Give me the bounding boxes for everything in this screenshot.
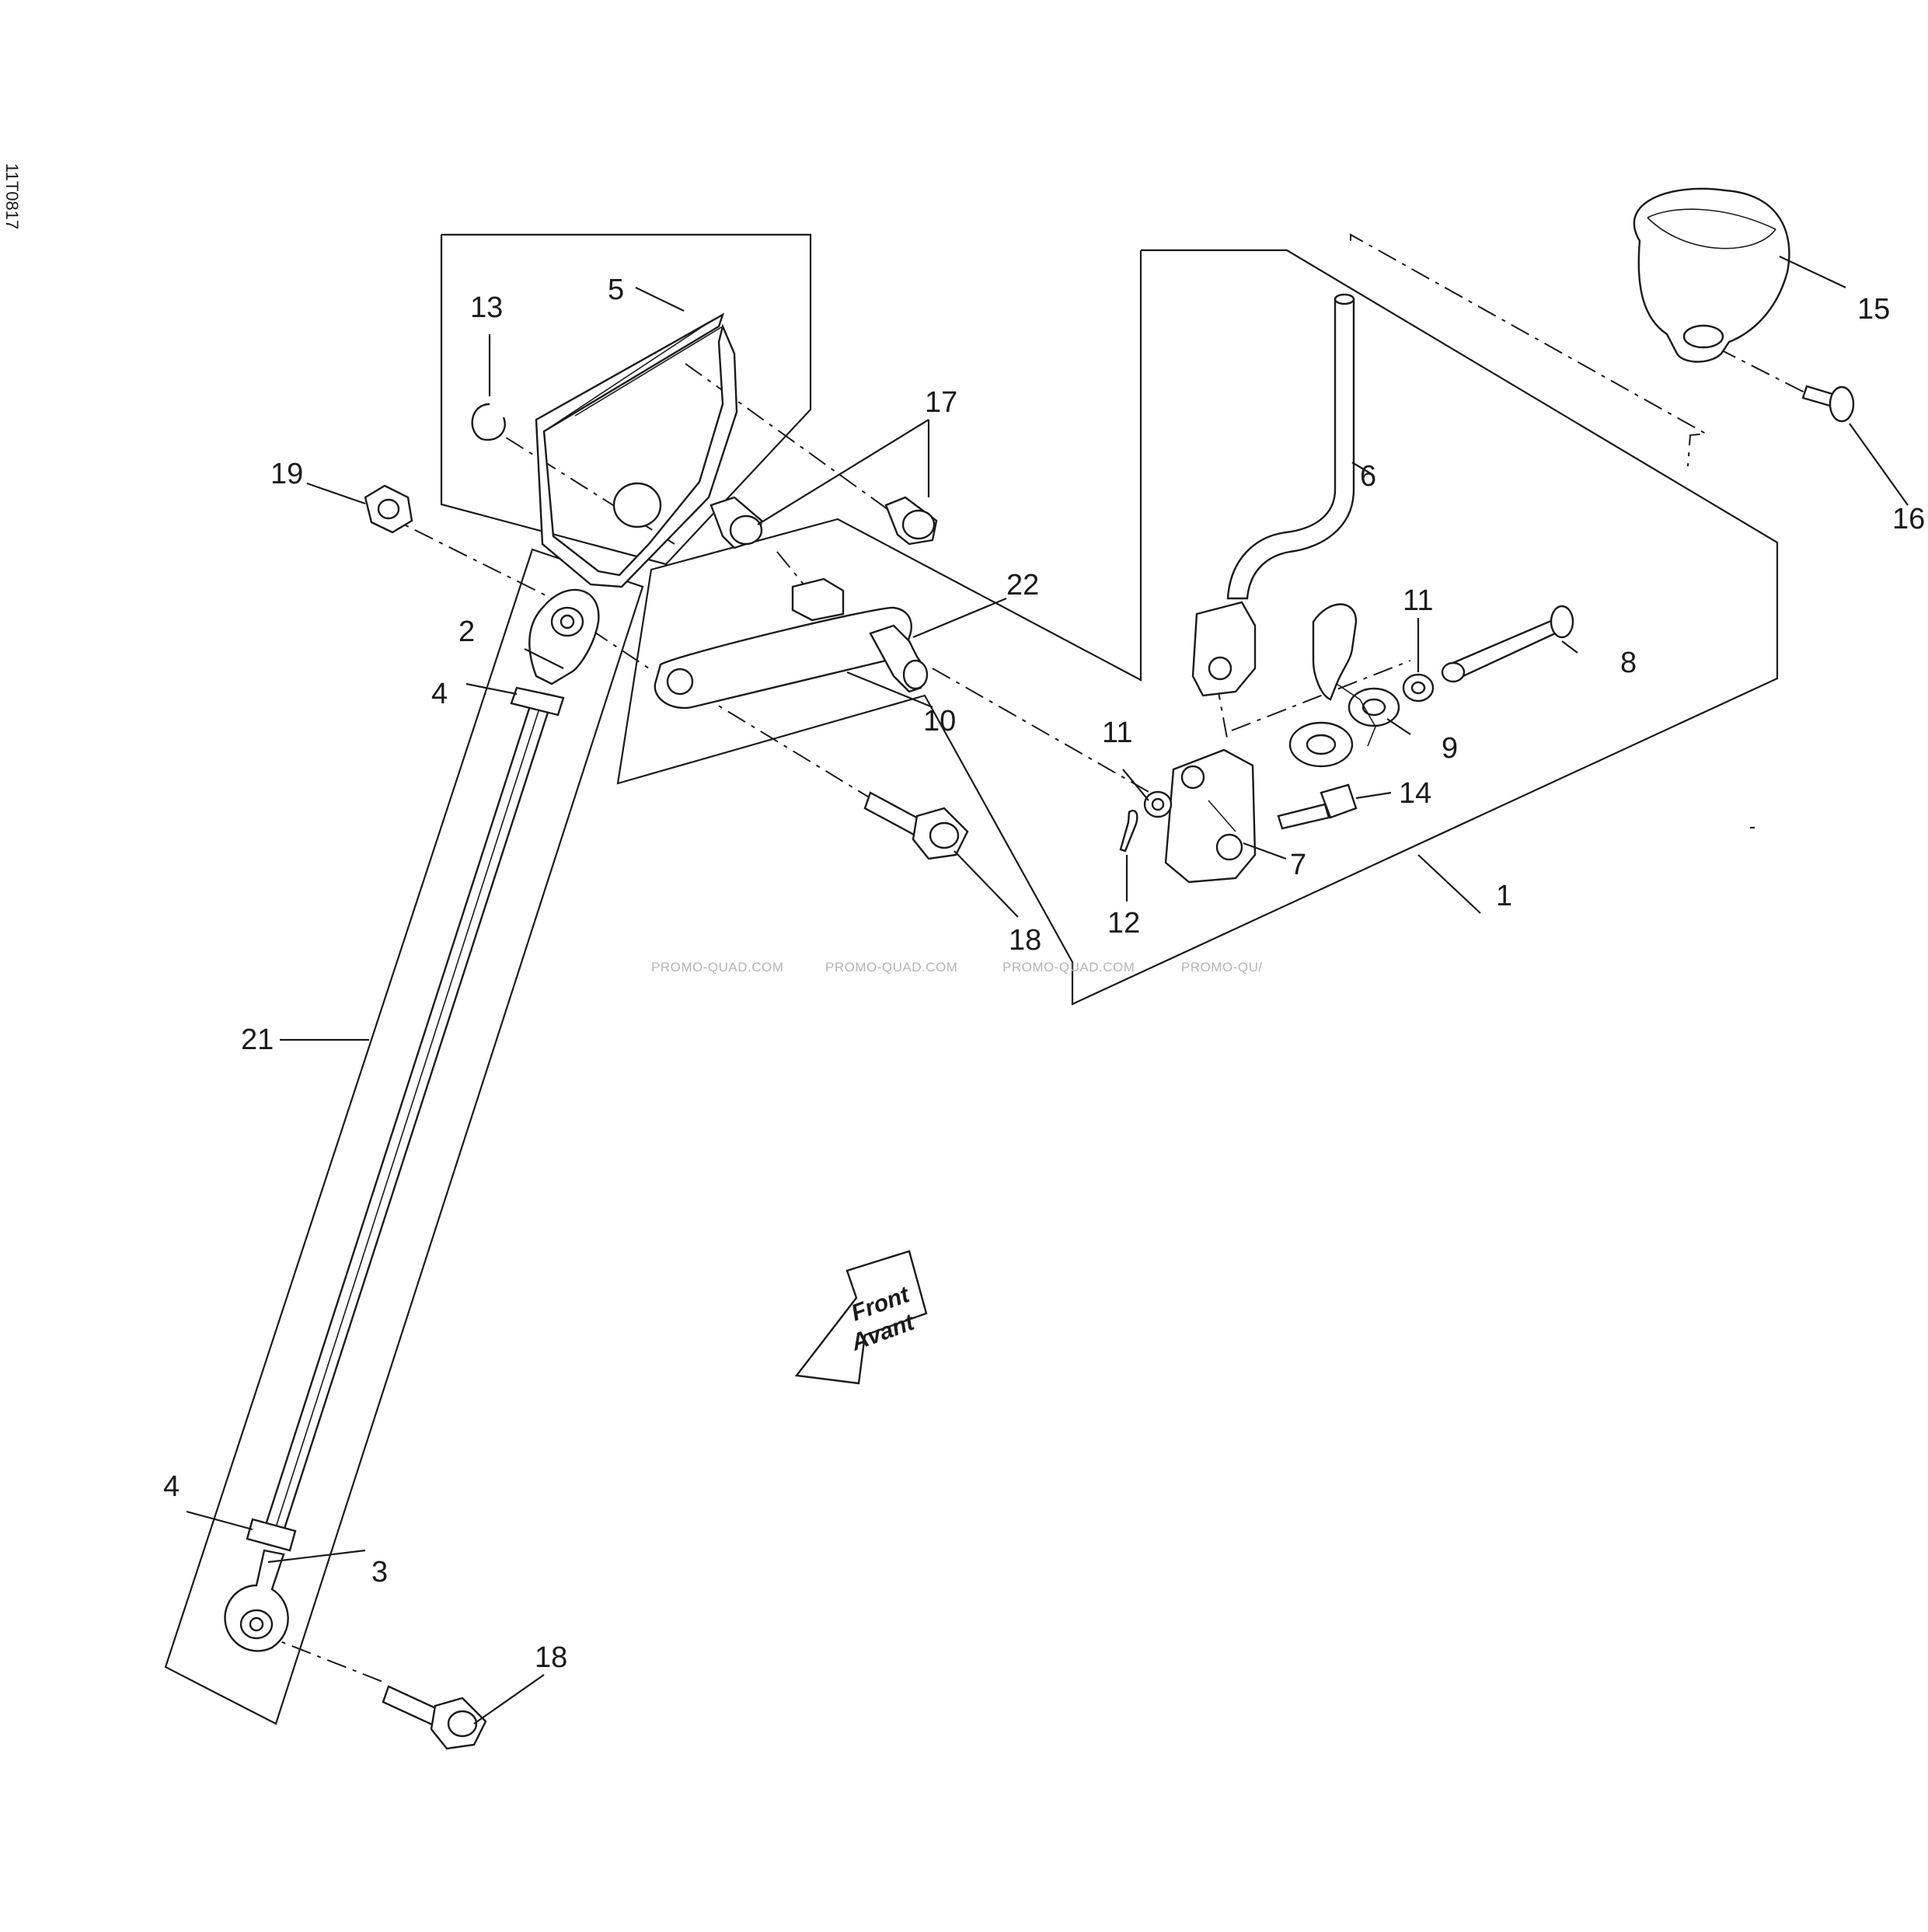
callout-7: 7 <box>1290 849 1306 881</box>
guard-bolts <box>709 496 938 549</box>
callout-4-upper: 4 <box>431 678 448 710</box>
front-direction-arrow: Front Avant <box>794 1250 928 1385</box>
assembly-outline-1 <box>616 249 1779 1006</box>
nut <box>364 484 413 534</box>
watermark: PROMO-QUAD.COM <box>1002 960 1135 975</box>
shift-lever <box>1191 293 1355 697</box>
rod-end-upper <box>528 588 600 685</box>
pivot-pin <box>1441 605 1574 683</box>
callout-19: 19 <box>270 458 303 490</box>
callout-11-left: 11 <box>1102 717 1132 749</box>
callout-18-lower: 18 <box>535 1641 567 1674</box>
watermarks: PROMO-QUAD.COM PROMO-QUAD.COM PROMO-QUAD… <box>651 960 1263 975</box>
callout-21: 21 <box>241 1024 274 1056</box>
callout-labels: 1 2 3 4 4 5 6 7 8 9 10 11 11 12 13 14 15… <box>163 274 1925 1674</box>
assembly-dash-lines <box>256 233 1821 1683</box>
jam-nut-lower <box>246 1518 297 1552</box>
cotter-pin <box>1119 809 1138 853</box>
lever-guard <box>535 312 738 588</box>
callout-18-upper: 18 <box>1009 924 1041 957</box>
callout-22: 22 <box>1006 569 1039 602</box>
shift-knob <box>1633 187 1790 363</box>
leader-lines <box>186 256 1909 1725</box>
callout-15: 15 <box>1857 293 1890 326</box>
callout-2: 2 <box>458 616 475 648</box>
return-spring <box>1288 603 1400 768</box>
bracket-bolt <box>1277 783 1358 830</box>
callout-8: 8 <box>1620 647 1637 679</box>
washer-right <box>1402 673 1435 703</box>
watermark: PROMO-QUAD.COM <box>825 960 957 975</box>
callout-9: 9 <box>1442 732 1458 765</box>
callout-1: 1 <box>1496 880 1512 912</box>
callout-14: 14 <box>1399 777 1431 810</box>
ball-stud <box>791 577 929 693</box>
callout-12: 12 <box>1107 907 1140 940</box>
callout-4-lower: 4 <box>163 1470 180 1503</box>
washer-left <box>1143 790 1173 818</box>
rod-bolt <box>382 1685 487 1750</box>
lever-bracket <box>1164 748 1257 884</box>
callout-13: 13 <box>470 291 503 324</box>
arm-bolt <box>863 791 969 860</box>
watermark: PROMO-QUAD.COM <box>651 960 783 975</box>
shift-rod <box>264 690 555 1533</box>
callout-5: 5 <box>608 274 624 306</box>
jam-nut-upper <box>510 686 565 717</box>
callout-6: 6 <box>1360 460 1376 493</box>
callout-17: 17 <box>925 386 957 419</box>
drawing-code: 11T0817 <box>2 163 22 229</box>
assembly-outline-5 <box>440 233 812 566</box>
watermark: PROMO-QU/ <box>1181 960 1263 975</box>
callout-10: 10 <box>923 705 956 738</box>
callout-11-right: 11 <box>1403 584 1433 617</box>
callout-16: 16 <box>1892 503 1925 535</box>
knob-screw <box>1801 385 1855 423</box>
shift-arm <box>654 606 912 710</box>
rod-end-lower <box>224 1549 289 1652</box>
callout-3: 3 <box>371 1556 388 1588</box>
circlip <box>471 403 506 441</box>
